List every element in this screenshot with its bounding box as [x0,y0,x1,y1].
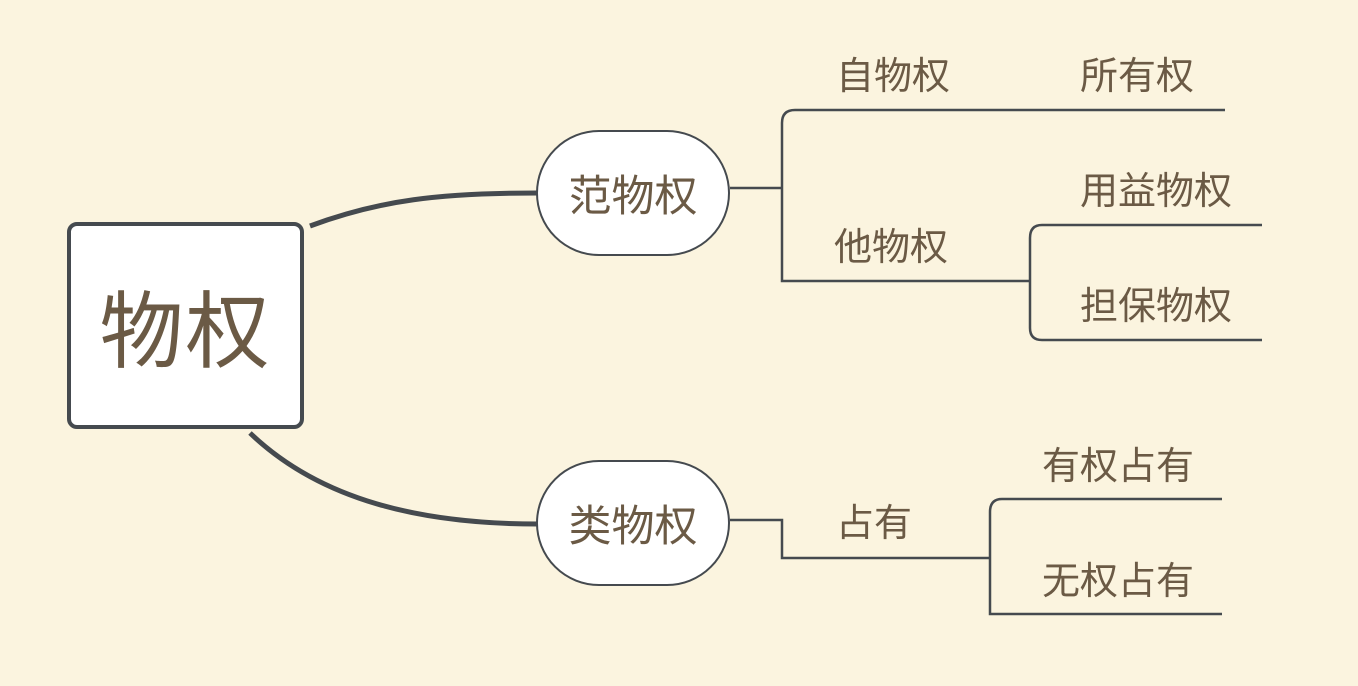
connector-root-branch-1 [309,190,539,229]
branch-node-real-rights[interactable]: 范物权 [536,130,730,256]
branch-node-quasi-rights[interactable]: 类物权 [536,460,730,586]
node-own-rights[interactable]: 自物权 [836,54,951,98]
connector-branch-1-children [730,108,1225,283]
node-security-rights[interactable]: 担保物权 [1080,284,1233,328]
node-ownership[interactable]: 所有权 [1080,54,1195,98]
root-node[interactable]: 物权 [67,222,304,429]
node-wrongful-possession[interactable]: 无权占有 [1042,559,1195,603]
branch-node-label: 范物权 [568,172,698,222]
connector-root-branch-2 [248,431,539,527]
node-usufruct[interactable]: 用益物权 [1080,169,1233,213]
root-node-label: 物权 [99,283,272,381]
node-rightful-possession[interactable]: 有权占有 [1042,444,1195,488]
node-possession[interactable]: 占有 [836,501,913,545]
node-other-rights[interactable]: 他物权 [834,225,949,269]
branch-node-label: 类物权 [568,502,698,552]
connector-other-right-children [1028,223,1262,342]
connector-branch-2-children [730,518,990,560]
connector-possession-children [988,497,1222,616]
